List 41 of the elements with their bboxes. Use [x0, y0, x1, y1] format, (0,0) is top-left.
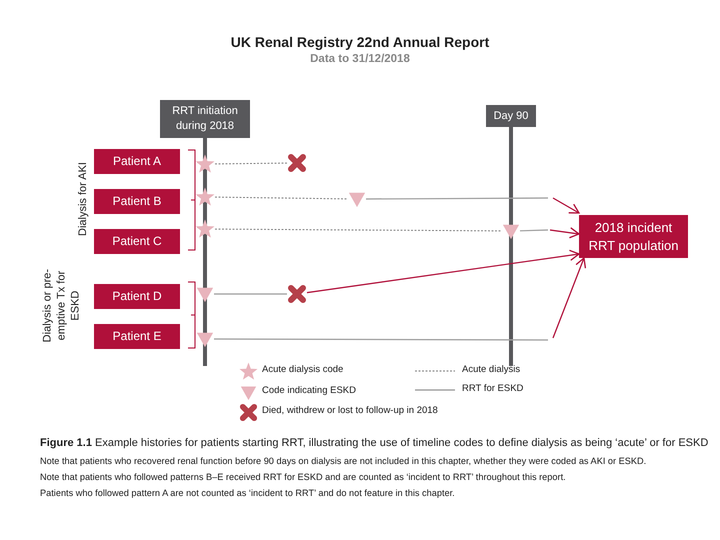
rotated-label: Dialysis for AKI [77, 161, 89, 238]
patient-box: Patient D [94, 284, 180, 309]
patient-box: Patient B [94, 189, 180, 214]
triangle-icon [196, 330, 214, 348]
dotted-timeline [214, 162, 288, 164]
arrow [550, 227, 580, 238]
legend-label: Acute dialysis code [262, 364, 344, 375]
star-icon [195, 154, 215, 174]
timeline-line [520, 229, 548, 232]
legend-label: Died, withdrew or lost to follow-up in 2018 [262, 405, 438, 416]
note-text: Patients who followed pattern A are not counted as ‘incident to RRT’ and do not feature in this chapter. [40, 488, 455, 498]
star-icon [195, 219, 215, 239]
note-text: Note that patients who recovered renal function before 90 days on dialysis are not included in this chapter, whether they were coded as AKI or ESKD. [40, 456, 646, 466]
legend-label: Code indicating ESKD [262, 385, 356, 396]
timeline-line [366, 197, 548, 200]
dotted-timeline [214, 196, 348, 200]
note-text: Note that patients who followed patterns B–E received RRT for ESKD and are counted as ‘incident to RRT’ throughout this report. [40, 472, 566, 482]
triangle-icon [196, 285, 214, 303]
rotated-label: Dialysis or pre-emptive Tx for ESKD [41, 268, 82, 344]
arrow [552, 197, 580, 214]
star-icon [195, 187, 215, 207]
report-title: UK Renal Registry 22nd Annual Report [230, 34, 490, 50]
legend-label: RRT for ESKD [462, 383, 524, 394]
cross-icon [287, 284, 307, 304]
patient-box: Patient E [94, 324, 180, 349]
timeline-line [214, 338, 548, 341]
timeline-header-box: RRT initiation during 2018 [160, 100, 250, 138]
legend-label: Acute dialysis [462, 364, 520, 375]
timeline-header-box: Day 90 [486, 105, 536, 127]
triangle-icon [502, 222, 520, 240]
subtitle: Data to 31/12/2018 [309, 53, 411, 65]
timeline-line [214, 293, 287, 295]
patient-box: Patient C [94, 229, 180, 254]
cross-icon [287, 153, 307, 173]
arrow [306, 250, 580, 294]
figure-caption: Figure 1.1 Example histories for patients starting RRT, illustrating the use of timeline codes to define dialysis as being ‘acute’ or for ESKD [40, 437, 708, 449]
population-box: 2018 incident RRT population [579, 215, 688, 258]
patient-box: Patient A [94, 149, 180, 174]
triangle-icon [348, 190, 366, 208]
arrow [552, 257, 586, 338]
dotted-timeline [214, 228, 502, 232]
